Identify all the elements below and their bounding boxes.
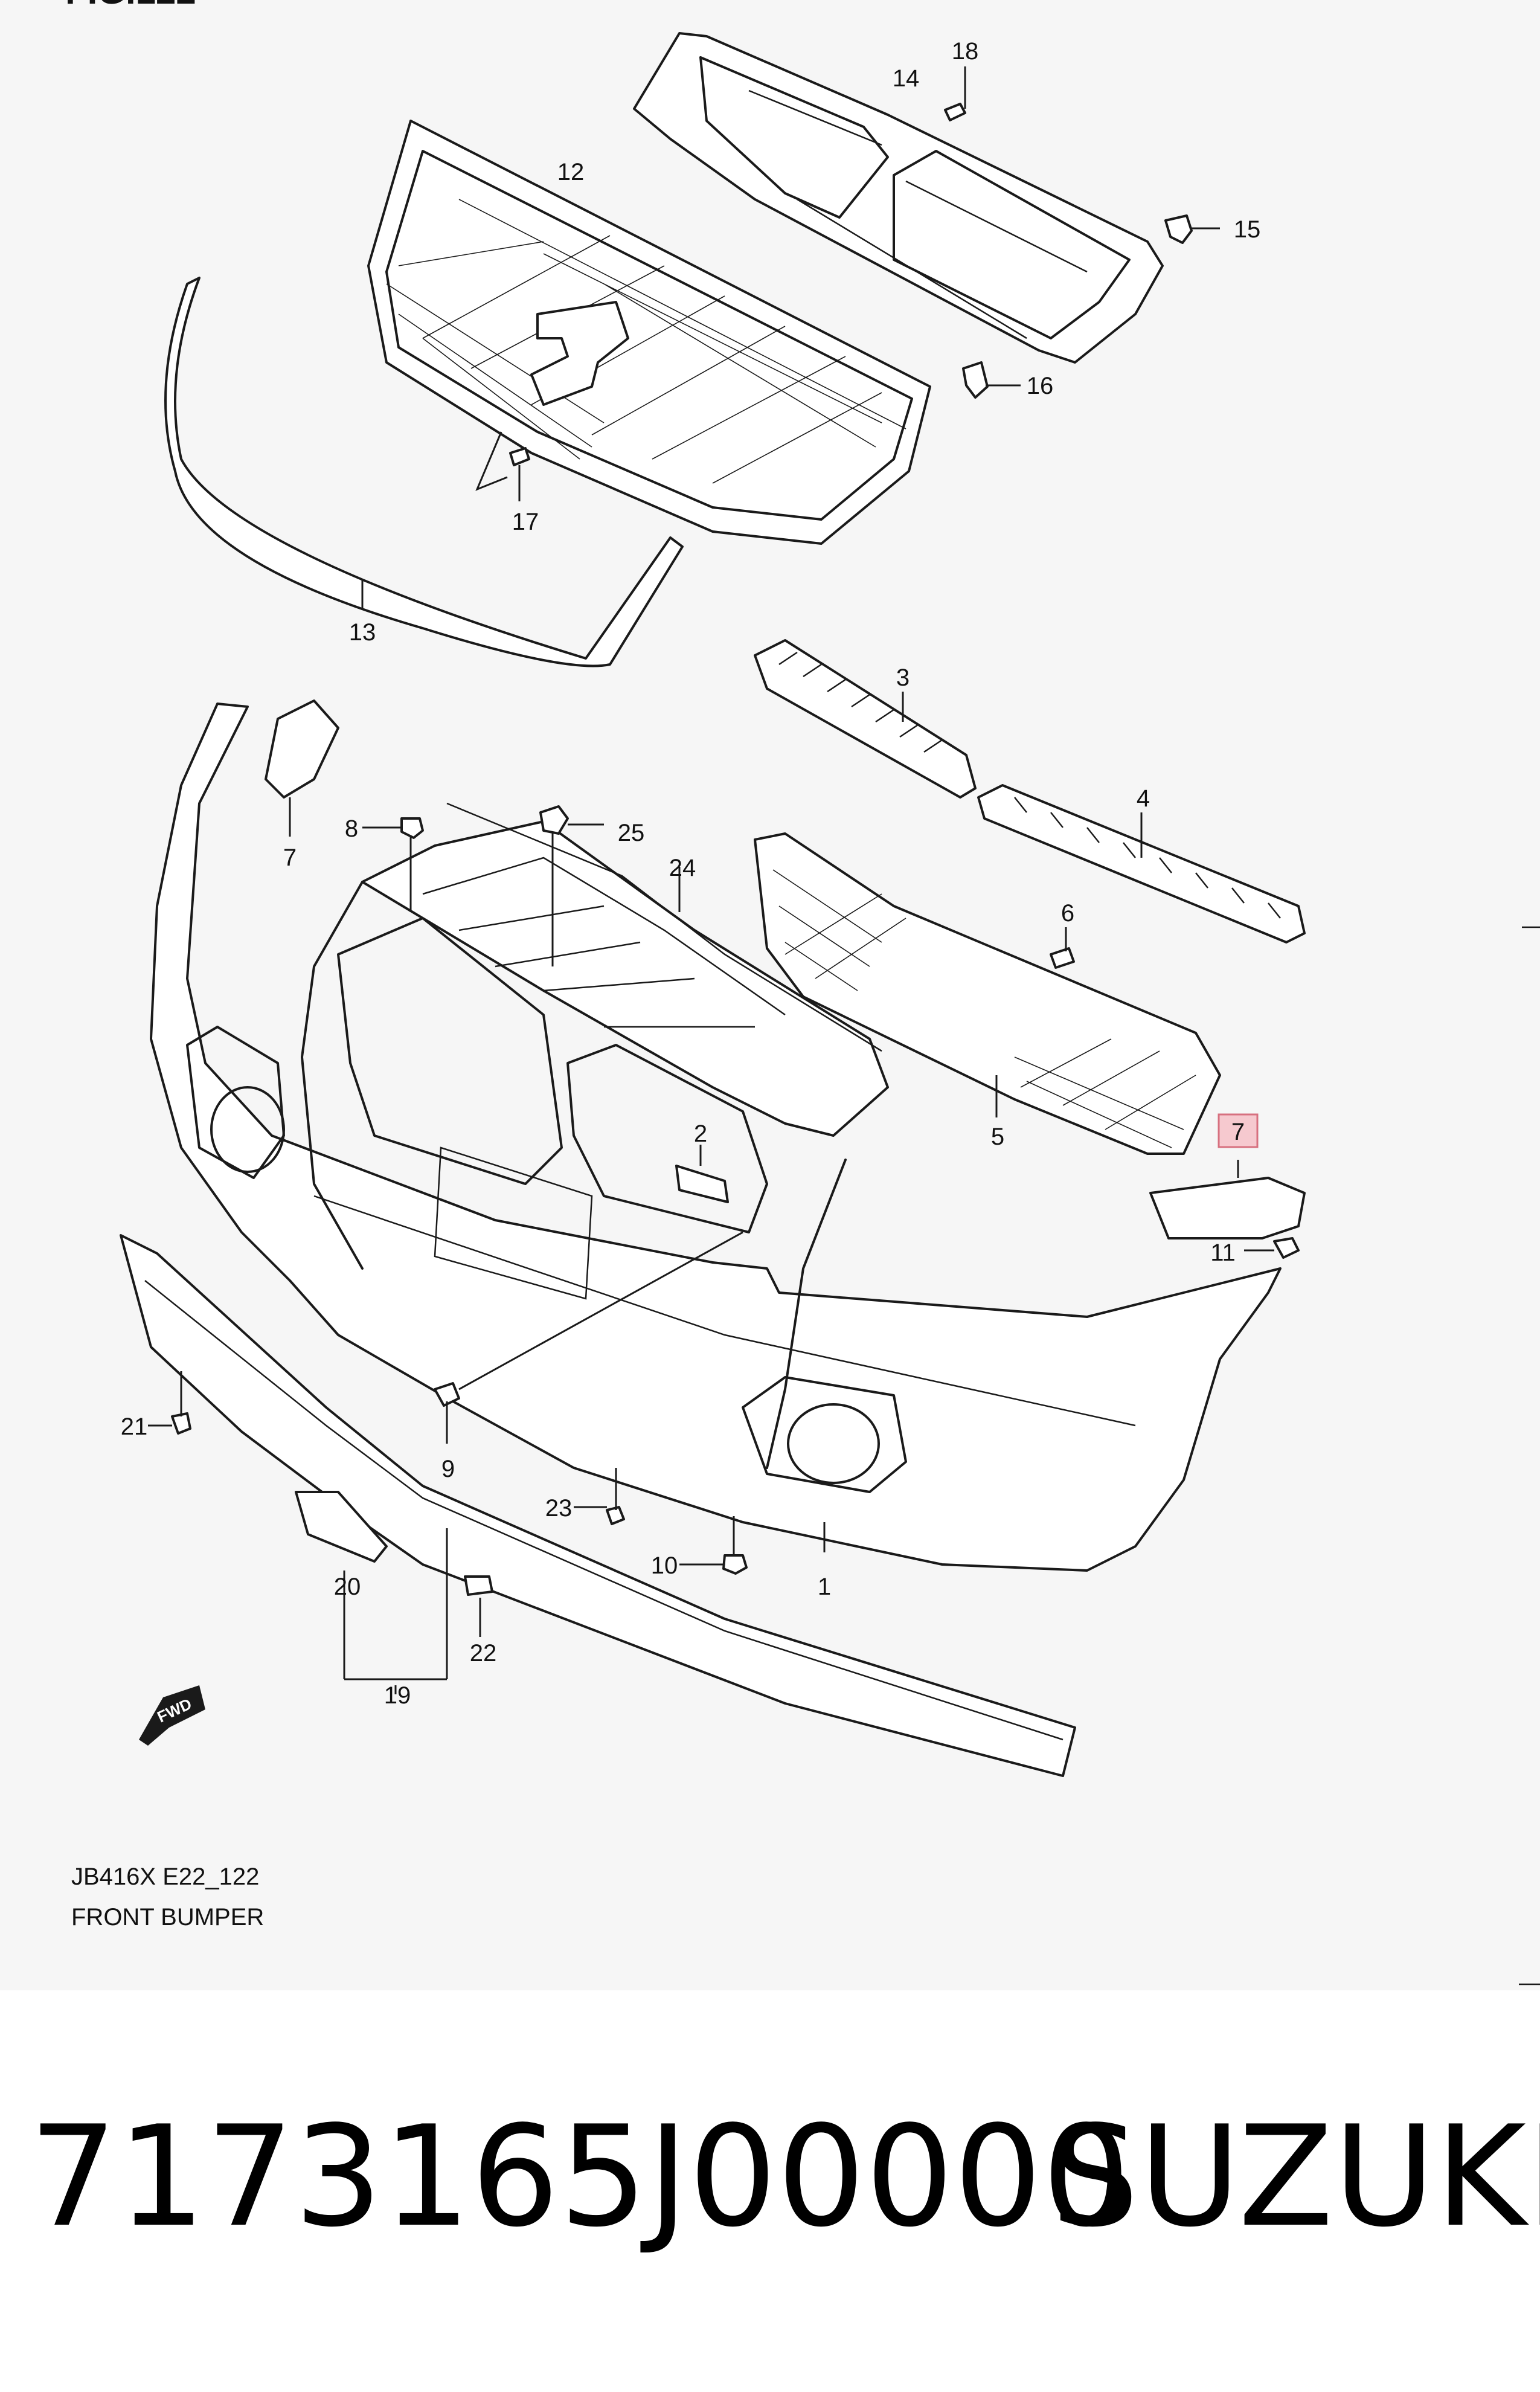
part-20-cover bbox=[295, 1491, 388, 1625]
callout-24: 24 bbox=[669, 855, 696, 881]
callout-4: 4 bbox=[1137, 785, 1150, 812]
callout-6: 6 bbox=[1061, 900, 1074, 927]
callout-22: 22 bbox=[470, 1640, 497, 1667]
callout-20: 20 bbox=[334, 1574, 361, 1600]
callout-21: 21 bbox=[121, 1413, 148, 1440]
part-23-screw bbox=[574, 1468, 625, 1525]
parts-diagram: FIG.122 bbox=[65, 0, 1540, 1985]
part-6-screw bbox=[1050, 927, 1075, 969]
part-7-bracket-left bbox=[265, 699, 339, 837]
callout-16: 16 bbox=[1027, 373, 1054, 399]
exploded-view-drawing: FIG.122 bbox=[65, 0, 1540, 1985]
part-19-lower-spoiler bbox=[120, 1234, 1076, 1777]
part-15-clip bbox=[1164, 214, 1220, 244]
figure-header: FIG.122 bbox=[65, 0, 196, 11]
part-2-bracket bbox=[675, 1145, 729, 1203]
highlight-box bbox=[1218, 1113, 1259, 1148]
callout-23: 23 bbox=[545, 1495, 573, 1522]
figure-title: FRONT BUMPER bbox=[71, 1904, 264, 1931]
callout-18: 18 bbox=[952, 38, 979, 65]
part-5-lower-grille bbox=[754, 832, 1221, 1155]
part-7-bracket-right bbox=[1149, 1160, 1306, 1239]
callout-14: 14 bbox=[893, 65, 920, 92]
part-8-clip bbox=[362, 817, 424, 912]
callout-7-right-highlighted: 7 bbox=[1231, 1119, 1245, 1145]
part-1-bumper-cover bbox=[150, 702, 1282, 1572]
callout-1: 1 bbox=[818, 1574, 831, 1600]
part-25-clip bbox=[539, 805, 604, 966]
part-14-upper-support bbox=[633, 32, 1164, 364]
edge-marks bbox=[1519, 926, 1540, 1985]
brand-name: SUZUKI bbox=[1051, 2097, 1540, 2258]
part-number: 7173165J00000 bbox=[29, 2097, 1131, 2258]
part-21-clip bbox=[148, 1371, 191, 1435]
callout-10: 10 bbox=[651, 1552, 678, 1579]
callout-15: 15 bbox=[1234, 216, 1261, 243]
callout-12: 12 bbox=[557, 159, 585, 185]
part-16-clip bbox=[962, 361, 1021, 399]
part-4-lower-trim bbox=[977, 784, 1306, 944]
fwd-arrow-icon: FWD bbox=[139, 1685, 205, 1746]
part-22-nut bbox=[464, 1575, 493, 1637]
callout-19: 19 bbox=[384, 1682, 411, 1709]
callout-9: 9 bbox=[441, 1456, 455, 1482]
part-12-upper-grille bbox=[367, 120, 931, 545]
callout-13: 13 bbox=[349, 619, 376, 646]
part-3-upper-trim bbox=[754, 639, 977, 799]
callout-3: 3 bbox=[896, 664, 910, 691]
callout-17: 17 bbox=[512, 509, 539, 535]
part-24-reinforcement bbox=[361, 802, 889, 1137]
figure-code: JB416X E22_122 bbox=[71, 1863, 259, 1890]
callout-7-left: 7 bbox=[283, 844, 297, 871]
part-11-screw bbox=[1244, 1237, 1300, 1259]
part-17-screw bbox=[475, 431, 530, 501]
callout-25: 25 bbox=[618, 820, 645, 846]
part-13-molding bbox=[164, 277, 684, 667]
callout-11: 11 bbox=[1210, 1239, 1236, 1266]
callout-2: 2 bbox=[694, 1120, 707, 1147]
callout-8: 8 bbox=[345, 815, 358, 842]
part-10-bolt bbox=[679, 1516, 748, 1575]
callout-5: 5 bbox=[991, 1124, 1004, 1150]
part-18-screw bbox=[944, 66, 966, 121]
part-9-bolt bbox=[434, 1231, 743, 1444]
